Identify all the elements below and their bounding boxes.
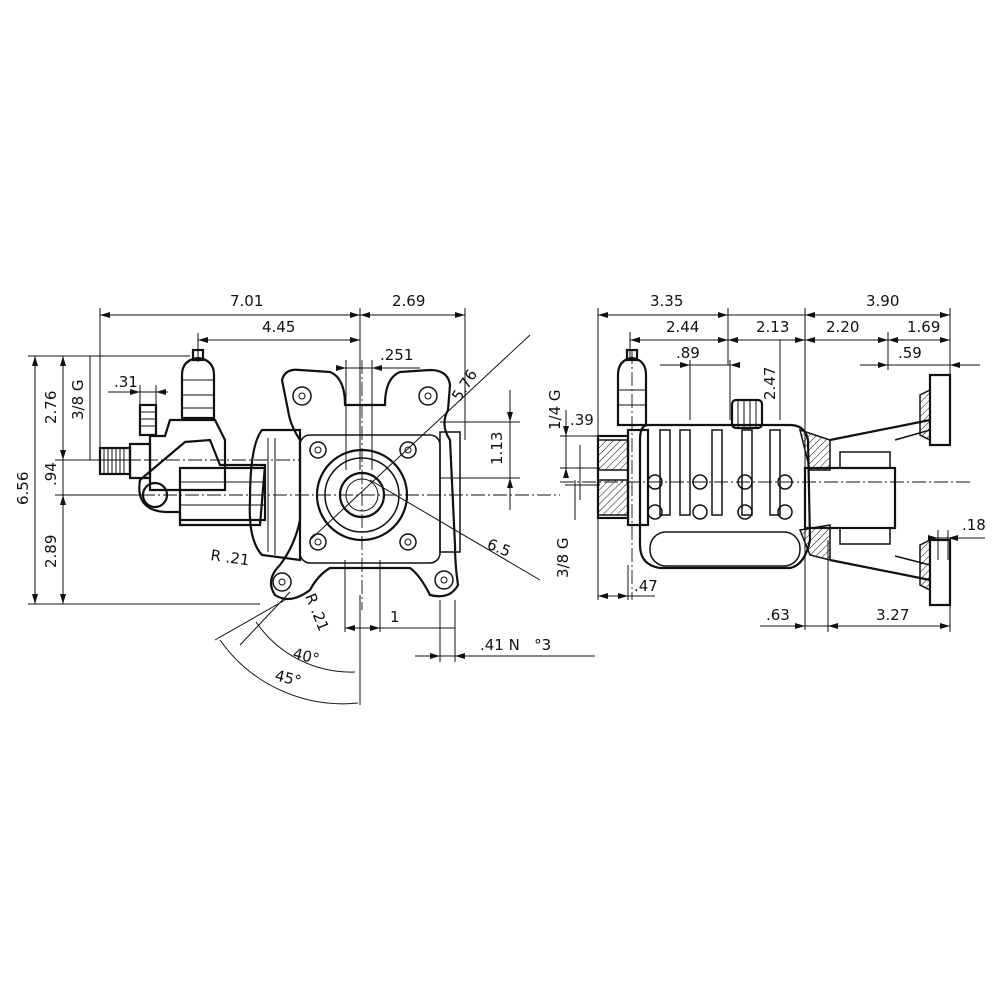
- front-view: [28, 308, 595, 705]
- dim-40-deg: 40°: [291, 644, 321, 668]
- dim-2-69: 2.69: [392, 292, 425, 310]
- unloader-valve: [98, 348, 267, 527]
- dim-89: .89: [676, 344, 700, 362]
- dim-2-44: 2.44: [666, 318, 699, 336]
- dim-31: .31: [114, 373, 138, 391]
- dim-2-47: 2.47: [761, 367, 779, 400]
- dim-6-56: 6.56: [14, 472, 32, 505]
- dim-3-27: 3.27: [876, 606, 909, 624]
- dim-6-5: 6.5: [485, 535, 514, 561]
- dim-2-20: 2.20: [826, 318, 859, 336]
- dim-39: .39: [570, 411, 594, 429]
- side-view: [560, 308, 985, 632]
- dim-63: .63: [766, 606, 790, 624]
- dim-47: .47: [634, 577, 658, 595]
- dim-7-01: 7.01: [230, 292, 263, 310]
- dim-3-35: 3.35: [650, 292, 683, 310]
- dim-2-76: 2.76: [42, 391, 60, 424]
- front-arrowheads: [32, 312, 513, 659]
- pump-manifold: [596, 348, 812, 570]
- dim-r21-upper: R .21: [209, 546, 250, 569]
- dim-1-4-g: 1/4 G: [546, 389, 564, 430]
- pump-housing: [248, 368, 461, 601]
- dim-3-90: 3.90: [866, 292, 899, 310]
- side-center-lines: [560, 350, 970, 600]
- dim-18: .18: [962, 516, 986, 534]
- dim-1: 1: [390, 608, 400, 626]
- dim-94: .94: [42, 462, 60, 486]
- dim-2-89: 2.89: [42, 535, 60, 568]
- dim-41-note: .41 N °3: [480, 636, 551, 654]
- side-arrowheads: [563, 312, 960, 629]
- dim-1-69: 1.69: [907, 318, 940, 336]
- dim-251: .251: [380, 346, 413, 364]
- dim-2-13: 2.13: [756, 318, 789, 336]
- dim-1-13: 1.13: [488, 432, 506, 465]
- dim-r21-lower: R .21: [301, 591, 332, 634]
- dim-59: .59: [898, 344, 922, 362]
- dim-3-8-g-side: 3/8 G: [554, 537, 572, 578]
- dim-3-8-g: 3/8 G: [69, 379, 87, 420]
- dim-4-45: 4.45: [262, 318, 295, 336]
- side-dimension-labels: 3.35 3.90 2.44 2.13 2.20 1.69 .89 .59 2.…: [546, 292, 986, 624]
- crankcase-flange: [798, 373, 952, 607]
- dim-45-deg: 45°: [273, 666, 303, 690]
- front-dimension-labels: 7.01 2.69 4.45 .251 5.76 1.13 6.5 6.56 2…: [14, 292, 551, 690]
- front-center-lines: [75, 360, 560, 610]
